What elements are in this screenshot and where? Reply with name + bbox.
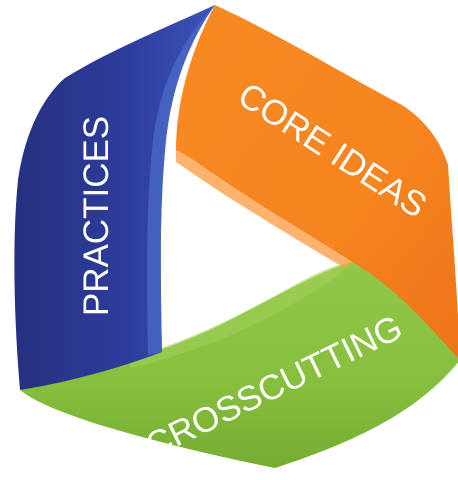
segment-crosscutting [20, 262, 458, 468]
segment-core-ideas-highlight [176, 150, 352, 268]
segment-core-ideas-shape [176, 5, 458, 358]
segment-core-ideas [176, 5, 458, 358]
segment-crosscutting-highlight [130, 262, 352, 368]
segment-practices-highlight [147, 5, 215, 355]
segment-practices [14, 5, 215, 390]
practices-label: PRACTICES [77, 116, 116, 316]
segment-crosscutting-shape [20, 262, 458, 468]
